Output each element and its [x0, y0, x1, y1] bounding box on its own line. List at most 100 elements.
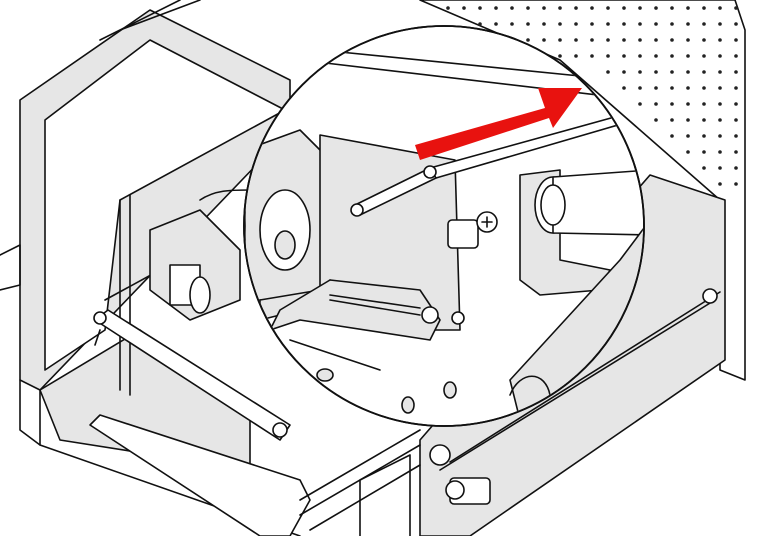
magnified-detail [243, 25, 645, 427]
perforation-hole [654, 38, 658, 42]
perforation-hole [606, 54, 610, 58]
perforation-hole [638, 70, 642, 74]
perforation-hole [526, 6, 530, 10]
perforation-hole [718, 150, 722, 154]
perforation-hole [718, 118, 722, 122]
diagonal-strut [93, 269, 291, 441]
perforation-hole [734, 38, 738, 42]
perforation-hole [670, 22, 674, 26]
perforation-hole [494, 22, 498, 26]
perforation-hole [622, 86, 626, 90]
perforation-hole [494, 6, 498, 10]
perforation-hole [446, 6, 450, 10]
perforation-hole [590, 54, 594, 58]
perforation-hole [622, 54, 626, 58]
perforation-hole [734, 102, 738, 106]
perforation-hole [462, 6, 466, 10]
perforation-hole [686, 134, 690, 138]
perforation-hole [654, 102, 658, 106]
perforation-hole [670, 38, 674, 42]
perforation-hole [686, 54, 690, 58]
perforation-hole [638, 38, 642, 42]
perforation-hole [734, 86, 738, 90]
perforation-hole [686, 6, 690, 10]
perforation-hole [542, 22, 546, 26]
perforation-hole [734, 54, 738, 58]
perforation-hole [702, 54, 706, 58]
internal-mechanism [149, 189, 251, 321]
perforation-hole [686, 38, 690, 42]
perforated-panel [419, 0, 746, 381]
perforation-hole [734, 134, 738, 138]
perforation-hole [558, 22, 562, 26]
perforation-hole [702, 134, 706, 138]
perforation-hole [622, 70, 626, 74]
perforation-hole [590, 38, 594, 42]
perforation-hole [510, 6, 514, 10]
perforation-hole [670, 70, 674, 74]
perforation-hole [686, 86, 690, 90]
perforation-hole [654, 22, 658, 26]
perforation-hole [686, 118, 690, 122]
perforation-hole [510, 22, 514, 26]
perforation-hole [606, 22, 610, 26]
perforation-hole [734, 22, 738, 26]
perforation-hole [702, 22, 706, 26]
perforation-hole [686, 150, 690, 154]
perforation-hole [654, 86, 658, 90]
perforation-hole [574, 22, 578, 26]
perforation-hole [702, 70, 706, 74]
perforation-hole [574, 38, 578, 42]
perforation-hole [718, 86, 722, 90]
perforation-hole [670, 134, 674, 138]
perforation-hole [622, 38, 626, 42]
perforation-hole [718, 22, 722, 26]
perforation-hole [590, 6, 594, 10]
perforation-hole [718, 70, 722, 74]
perforation-hole [718, 6, 722, 10]
perforation-hole [478, 22, 482, 26]
perforation-hole [606, 38, 610, 42]
perforation-hole [478, 6, 482, 10]
perforation-hole [686, 22, 690, 26]
perforation-hole [718, 102, 722, 106]
perforation-hole [702, 86, 706, 90]
perforation-hole [718, 182, 722, 186]
direction-arrow-icon [415, 88, 582, 160]
perforation-hole [638, 102, 642, 106]
perforation-hole [558, 54, 562, 58]
perforation-hole [670, 54, 674, 58]
perforation-hole [718, 134, 722, 138]
perforation-hole [526, 38, 530, 42]
perforation-hole [638, 22, 642, 26]
perforation-hole [558, 38, 562, 42]
perforation-hole [654, 118, 658, 122]
perforation-hole [686, 102, 690, 106]
perforation-hole [526, 22, 530, 26]
perforation-hole [542, 6, 546, 10]
perforation-hole [574, 6, 578, 10]
perforation-hole [654, 54, 658, 58]
perforation-hole [734, 182, 738, 186]
perforation-hole [670, 6, 674, 10]
perforation-hole [638, 86, 642, 90]
perforation-hole [606, 70, 610, 74]
perforation-hole [702, 166, 706, 170]
perforation-hole [734, 150, 738, 154]
perforation-hole [734, 166, 738, 170]
perforation-hole [702, 118, 706, 122]
screw-component [447, 219, 479, 249]
perforation-hole [654, 70, 658, 74]
perforation-hole [702, 6, 706, 10]
perforation-hole [558, 6, 562, 10]
perforation-hole [702, 38, 706, 42]
perforation-hole [718, 54, 722, 58]
perforation-hole [606, 6, 610, 10]
perforation-hole [686, 70, 690, 74]
perforation-hole [638, 54, 642, 58]
perforation-hole [638, 6, 642, 10]
perforation-hole [702, 150, 706, 154]
perforation-hole [654, 6, 658, 10]
